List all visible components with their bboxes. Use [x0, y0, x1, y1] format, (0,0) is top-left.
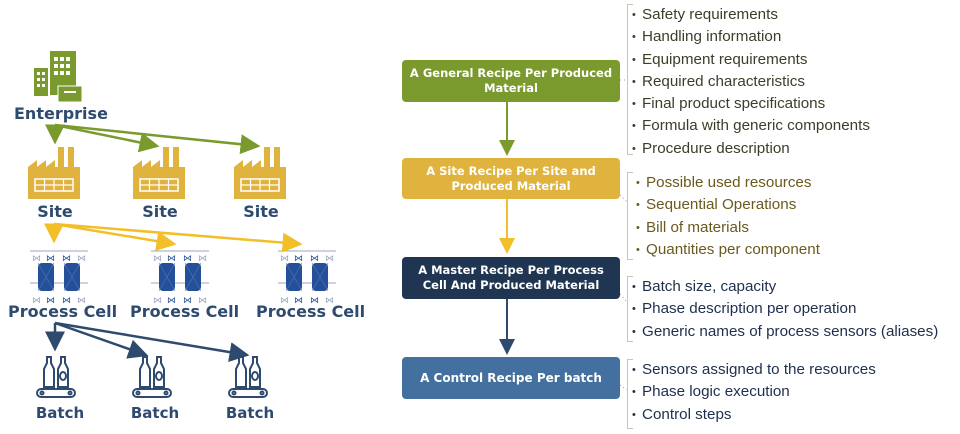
list-item: Sensors assigned to the resources — [632, 359, 876, 381]
master-recipe-box: A Master Recipe Per Process Cell And Pro… — [402, 257, 620, 299]
list-item: Phase logic execution — [632, 381, 876, 403]
list-item: Safety requirements — [632, 4, 870, 26]
general-recipe-list: Safety requirements Handling information… — [627, 4, 870, 157]
list-item: Control steps — [632, 404, 876, 426]
batch-label: Batch — [130, 404, 180, 422]
list-item: Quantities per component — [636, 239, 820, 261]
batch-label: Batch — [225, 404, 275, 422]
list-item: Generic names of process sensors (aliase… — [632, 321, 938, 343]
list-item: Handling information — [632, 26, 870, 48]
site-label: Site — [243, 202, 279, 221]
site-recipe-list: Possible used resources Sequential Opera… — [627, 172, 820, 260]
factory-icon — [132, 146, 186, 200]
list-item: Sequential Operations — [636, 194, 820, 216]
site-label: Site — [142, 202, 178, 221]
enterprise-to-site-arrows — [45, 123, 261, 155]
list-item: Batch size, capacity — [632, 276, 938, 298]
master-recipe-list: Batch size, capacity Phase description p… — [627, 276, 938, 342]
list-item: Phase description per operation — [632, 298, 938, 320]
enterprise-icon — [34, 51, 83, 103]
process-cell-label: Process Cell — [8, 302, 118, 321]
list-item: Bill of materials — [636, 217, 820, 239]
reactor-vessels-icon — [29, 250, 89, 307]
batch-label: Batch — [35, 404, 85, 422]
list-item: Final product specifications — [632, 93, 870, 115]
control-recipe-box: A Control Recipe Per batch — [402, 357, 620, 399]
bottles-conveyor-icon — [228, 356, 268, 398]
process-cell-label: Process Cell — [130, 302, 240, 321]
factory-icon — [27, 146, 81, 200]
list-item: Procedure description — [632, 138, 870, 160]
general-recipe-box: A General Recipe Per Produced Material — [402, 60, 620, 102]
list-item: Equipment requirements — [632, 49, 870, 71]
cell-to-batch-arrows — [45, 321, 250, 362]
bottles-conveyor-icon — [132, 356, 172, 398]
control-recipe-list: Sensors assigned to the resources Phase … — [627, 359, 876, 429]
site-to-cell-arrows — [44, 222, 303, 253]
process-cell-label: Process Cell — [256, 302, 366, 321]
list-item: Formula with generic components — [632, 115, 870, 137]
site-recipe-box: A Site Recipe Per Site and Produced Mate… — [402, 158, 620, 199]
list-connectors — [619, 79, 628, 391]
list-item: Required characteristics — [632, 71, 870, 93]
reactor-vessels-icon — [150, 250, 210, 307]
reactor-vessels-icon — [277, 250, 337, 307]
list-item: Possible used resources — [636, 172, 820, 194]
bottles-conveyor-icon — [36, 356, 76, 398]
enterprise-label: Enterprise — [14, 104, 108, 123]
factory-icon — [233, 146, 287, 200]
site-label: Site — [37, 202, 73, 221]
